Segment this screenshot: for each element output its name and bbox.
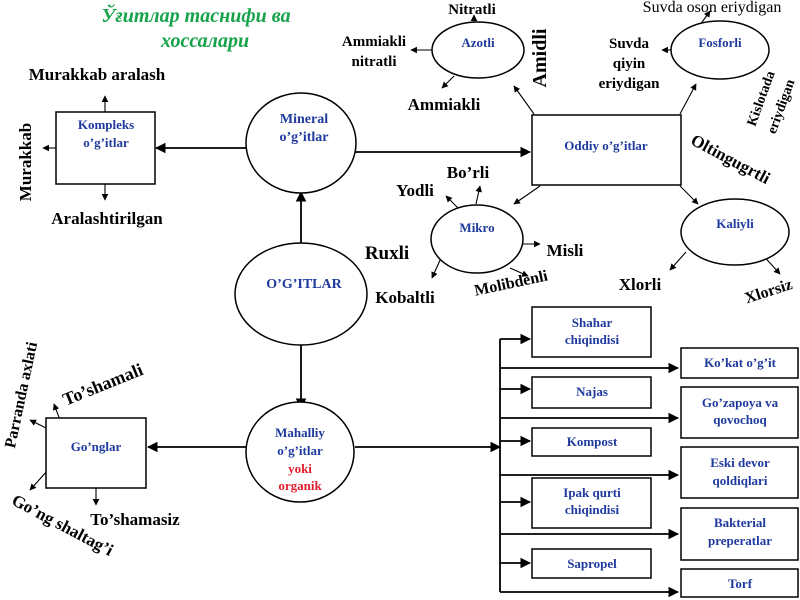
node-mikro <box>430 204 524 274</box>
node-gonglar <box>45 417 147 489</box>
box-sapropel-label: Sapropel <box>567 556 617 571</box>
node-fosforli-label: Fosforli <box>698 35 742 50</box>
node-ogitlar-label: O’G’ITLAR <box>266 277 342 292</box>
node-kompleks-label-2: o’g’itlar <box>83 135 129 150</box>
box-torf-label: Torf <box>728 576 753 591</box>
box-shahar-label-1: Shahar <box>572 315 613 330</box>
box-gozapoya-label-1: Go’zapoya va <box>702 395 779 410</box>
node-kaliyli <box>680 198 790 266</box>
label-toshamali: To’shamali <box>60 359 146 409</box>
node-kompleks-label-1: Kompleks <box>78 117 134 132</box>
label-murakkab-aralash: Murakkab aralash <box>29 65 166 84</box>
label-aralashtirilgan: Aralashtirilgan <box>51 209 163 228</box>
box-sapropel <box>531 548 652 579</box>
label-suvda-qiyin-2: qiyin <box>613 56 646 72</box>
box-kompost <box>531 427 652 457</box>
connectors <box>146 142 532 453</box>
organic-bracket <box>499 333 680 598</box>
diagram-title-line2: хоссалари <box>160 30 249 52</box>
box-ipak <box>531 477 652 529</box>
box-eski-label-2: qoldiqlari <box>713 473 768 488</box>
box-eski-label-1: Eski devor <box>710 455 770 470</box>
node-mineral-label-1: Mineral <box>280 112 328 127</box>
node-mineral <box>245 92 357 194</box>
node-mahalliy <box>245 401 355 503</box>
node-kompleks <box>55 111 156 185</box>
label-kobaltli: Kobaltli <box>375 288 435 307</box>
node-azotli-label: Azotli <box>461 35 495 50</box>
label-yodli: Yodli <box>396 181 434 200</box>
label-ammiakli-nitratli-2: nitratli <box>352 54 397 70</box>
label-borli: Bo’rli <box>447 163 490 182</box>
node-mahalliy-label-1: Mahalliy <box>275 425 325 440</box>
label-suvda-qiyin-1: Suvda <box>609 36 650 52</box>
label-misli: Misli <box>547 241 584 260</box>
box-bakterial-label-1: Bakterial <box>714 515 766 530</box>
node-ogitlar <box>234 242 368 346</box>
node-mahalliy-label-3: yoki <box>288 461 312 476</box>
node-oddiy-label: Oddiy o’g’itlar <box>564 138 648 153</box>
box-shahar-label-2: chiqindisi <box>565 332 620 347</box>
label-toshamasiz: To’shamasiz <box>90 510 180 529</box>
label-ammiakli: Ammiakli <box>408 95 481 114</box>
label-amidli: Amidli <box>529 28 551 87</box>
node-gonglar-label: Go’nglar <box>71 439 122 454</box>
box-eski-devor <box>680 446 799 499</box>
label-ruxli: Ruxli <box>365 243 409 264</box>
box-torf <box>680 568 799 598</box>
box-kompost-label: Kompost <box>567 434 618 449</box>
label-xlorsiz: Xlorsiz <box>743 276 795 307</box>
node-kaliyli-label: Kaliyli <box>716 216 754 231</box>
node-mahalliy-label-4: organik <box>278 478 322 493</box>
label-suvda-qiyin-3: eriydigan <box>599 76 660 92</box>
box-najas-label: Najas <box>576 384 608 399</box>
label-parranda: Parranda axlati <box>2 340 41 450</box>
label-suvda-oson: Suvda oson eriydigan <box>643 0 782 16</box>
node-fosforli <box>670 20 770 80</box>
box-gozapoya <box>680 386 799 439</box>
label-oltingugurtli: Oltingugrtli <box>688 130 774 188</box>
box-kokat-label: Ko’kat o’g’it <box>704 355 777 370</box>
label-murakkab: Murakkab <box>16 123 35 201</box>
box-bakterial <box>680 507 799 561</box>
box-bakterial-label-2: preperatlar <box>708 533 772 548</box>
box-kokat <box>680 347 799 379</box>
thin-connectors <box>29 10 781 506</box>
node-mahalliy-label-2: o’g’itlar <box>277 443 323 458</box>
box-najas <box>531 376 652 409</box>
node-oddiy <box>531 114 682 186</box>
node-mikro-label: Mikro <box>459 220 494 235</box>
node-azotli <box>431 21 525 79</box>
box-ipak-label-1: Ipak qurti <box>563 485 621 500</box>
node-mineral-label-2: o’g’itlar <box>280 130 329 145</box>
box-shahar <box>531 306 652 358</box>
label-xlorli: Xlorli <box>619 275 662 294</box>
diagram-title-line1: Ўғитлар таснифи ва <box>101 2 290 27</box>
box-gozapoya-label-2: qovochoq <box>713 412 767 427</box>
label-ammiakli-nitratli-1: Ammiakli <box>342 34 406 50</box>
box-ipak-label-2: chiqindisi <box>565 502 620 517</box>
label-nitratli: Nitratli <box>448 2 495 18</box>
